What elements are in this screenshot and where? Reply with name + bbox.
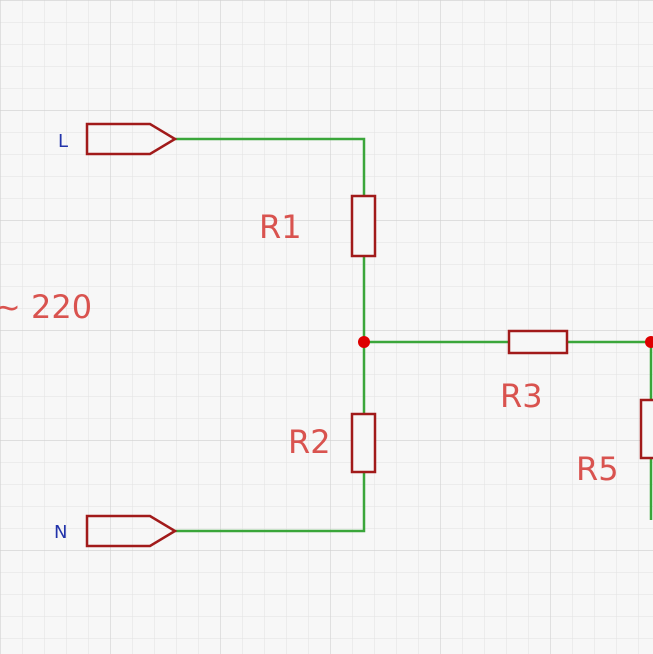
resistor-r3-label: R3 (500, 377, 543, 415)
terminal-n-label: N (54, 522, 67, 543)
terminal-l-label: L (58, 131, 68, 152)
wire-r2-to-n (175, 472, 366, 533)
resistor-r2-label: R2 (288, 423, 331, 461)
junction-node-center (358, 336, 370, 348)
junctions (358, 336, 653, 348)
resistor-r2 (350, 412, 377, 474)
resistor-r1-label: R1 (259, 208, 302, 246)
resistors (350, 194, 653, 474)
wires (175, 137, 653, 533)
supply-voltage-label: ~ 220 (0, 288, 92, 326)
terminal-l-connector (85, 122, 178, 156)
junction-node-right (645, 336, 653, 348)
terminals (85, 122, 178, 548)
terminal-n-connector (85, 514, 178, 548)
resistor-r5-label: R5 (576, 450, 619, 488)
resistor-r1 (350, 194, 377, 258)
wire-l-to-r1 (175, 137, 366, 196)
resistor-r5 (639, 398, 653, 460)
resistor-r3 (507, 329, 569, 355)
